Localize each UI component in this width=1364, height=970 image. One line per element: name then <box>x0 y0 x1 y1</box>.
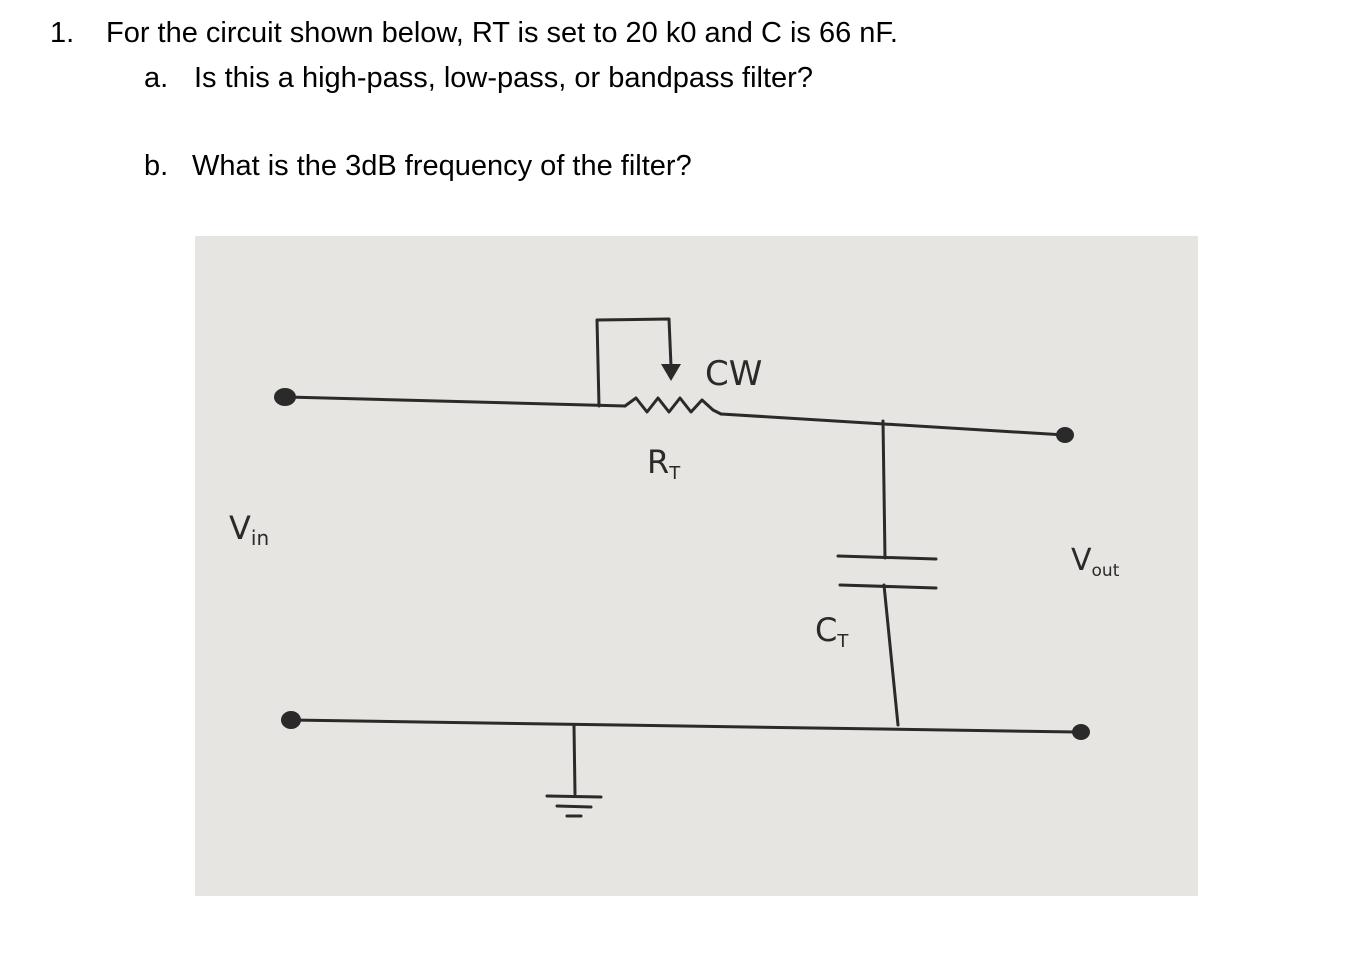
vout-label-sub: out <box>1092 561 1120 581</box>
capacitor-label-sub: T <box>836 631 849 652</box>
ground-line-1 <box>545 794 603 799</box>
circuit-photo: CW RT CT Vin Vout <box>195 236 1198 896</box>
vout-top-terminal <box>1056 427 1074 443</box>
resistor-rt <box>623 396 723 416</box>
part-a-letter: a. <box>144 62 169 94</box>
ground-stub <box>572 724 577 796</box>
resistor-label-sub: T <box>668 463 681 484</box>
capacitor-plate-top <box>836 554 938 561</box>
resistor-label-main: R <box>647 443 669 481</box>
resistor-label: RT <box>647 443 681 484</box>
circuit-diagram: CW RT CT Vin Vout <box>229 317 1120 818</box>
wiper-arrow-head <box>661 364 681 381</box>
top-wire-left <box>285 395 627 408</box>
bottom-wire <box>289 718 1079 734</box>
part-a-text: Is this a high-pass, low-pass, or bandpa… <box>194 62 813 94</box>
vout-label: Vout <box>1071 543 1120 581</box>
vout-label-main: V <box>1071 543 1092 578</box>
top-wire-right <box>719 412 1067 437</box>
vin-top-terminal <box>274 388 296 406</box>
part-b-text: What is the 3dB frequency of the filter? <box>192 150 692 182</box>
vin-label-main: V <box>229 509 251 547</box>
part-b-letter: b. <box>144 150 169 182</box>
capacitor-lead-top <box>881 419 887 560</box>
capacitor-label-main: C <box>815 611 837 649</box>
vin-label: Vin <box>229 509 269 550</box>
capacitor-lead-bottom <box>882 583 900 727</box>
wiper-label: CW <box>705 354 762 394</box>
vin-bottom-terminal <box>281 711 301 729</box>
vin-label-sub: in <box>251 526 269 550</box>
ground-line-2 <box>555 804 593 809</box>
capacitor-label: CT <box>815 611 849 652</box>
question-text: For the circuit shown below, RT is set t… <box>106 17 898 49</box>
capacitor-plate-bottom <box>838 583 938 590</box>
wiper-loop <box>595 317 673 408</box>
vout-bottom-terminal <box>1072 724 1090 740</box>
question-number: 1. <box>50 17 75 49</box>
